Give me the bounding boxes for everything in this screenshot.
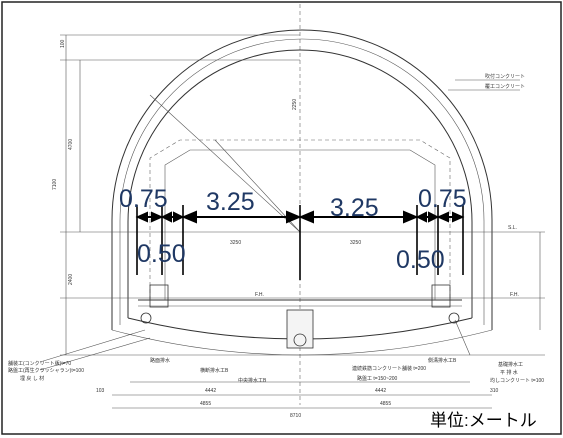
foundation-drain-right — [448, 312, 460, 324]
label-dim-4855-left: 4855 — [200, 401, 211, 407]
label-central-drain: 中央排水工B — [238, 377, 267, 384]
label-lining-concrete: 覆工コンクリート — [485, 84, 525, 90]
label-dim-4855-right: 4855 — [380, 401, 391, 407]
label-dim-100: 100 — [60, 39, 66, 48]
label-side-drain: 側溝排水工B — [428, 357, 457, 364]
side-drain-right — [431, 284, 451, 308]
dim-left-lane: 3.25 — [206, 188, 255, 216]
label-base-layer: 路盤工 t=150~200 — [357, 375, 398, 382]
leader-4 — [39, 337, 151, 371]
leader-5 — [454, 319, 471, 356]
foundation-drain-left — [140, 312, 152, 324]
label-dim-2250: 2250 — [292, 99, 298, 110]
label-pavement: 舗装工(コンクリート版)t=70 — [8, 360, 71, 367]
clearance-inner — [164, 149, 436, 300]
label-dim-4442-left: 4442 — [205, 388, 216, 394]
unit-label: 単位:メートル — [430, 411, 537, 430]
dimension-arrows — [135, 210, 465, 224]
dim-left-outer: 0.75 — [119, 185, 168, 213]
label-flat-drain: 平 排 水 — [500, 369, 518, 376]
lining-offset-arch — [119, 38, 485, 325]
label-lateral-drain: 横断排水工B — [200, 367, 229, 374]
dim-right-inner: 0.50 — [396, 246, 445, 274]
label-dim-2400: 2400 — [68, 274, 74, 285]
central-drain-box — [286, 309, 314, 349]
label-dim-103: 103 — [96, 388, 105, 394]
label-leveling-concrete: 均しコンクリート t=100 — [490, 377, 544, 384]
label-dim-310: 310 — [490, 388, 499, 394]
inner-arch — [127, 49, 473, 318]
outer-arch — [111, 29, 493, 330]
side-drain-left — [149, 284, 169, 308]
label-foundation-drain: 基礎排水工 — [498, 361, 523, 368]
label-road-drain: 路面排水 — [150, 357, 170, 364]
label-fh-center: F.H. — [255, 292, 264, 298]
dim-right-outer: 0.75 — [418, 185, 467, 213]
label-dim-7100: 7100 — [52, 179, 58, 190]
radius-line-1 — [149, 94, 301, 233]
leader-3 — [39, 329, 146, 363]
dim-right-lane: 3.25 — [330, 194, 379, 222]
label-reinforced-pavement: 連続鉄筋コンクリート舗装 t=200 — [352, 365, 426, 372]
clearance-envelope — [149, 139, 451, 300]
label-fh: F.H. — [510, 292, 519, 298]
label-dim-4442-right: 4442 — [375, 388, 386, 394]
label-dim-3250-right: 3250 — [350, 240, 361, 246]
label-spray-concrete: 吹付コンクリート — [485, 73, 525, 80]
dim-left-inner: 0.50 — [137, 240, 186, 268]
central-drain-pipe — [293, 333, 307, 347]
label-dim-4700: 4700 — [68, 139, 74, 150]
label-dim-3250-left: 3250 — [230, 240, 241, 246]
label-dim-8710: 8710 — [290, 413, 301, 419]
label-backfill: 埋 戻 し 材 — [20, 375, 44, 382]
label-sl: S.L. — [508, 225, 517, 231]
label-base-course: 路盤工(再生クラッシャラン)t=100 — [8, 367, 84, 374]
